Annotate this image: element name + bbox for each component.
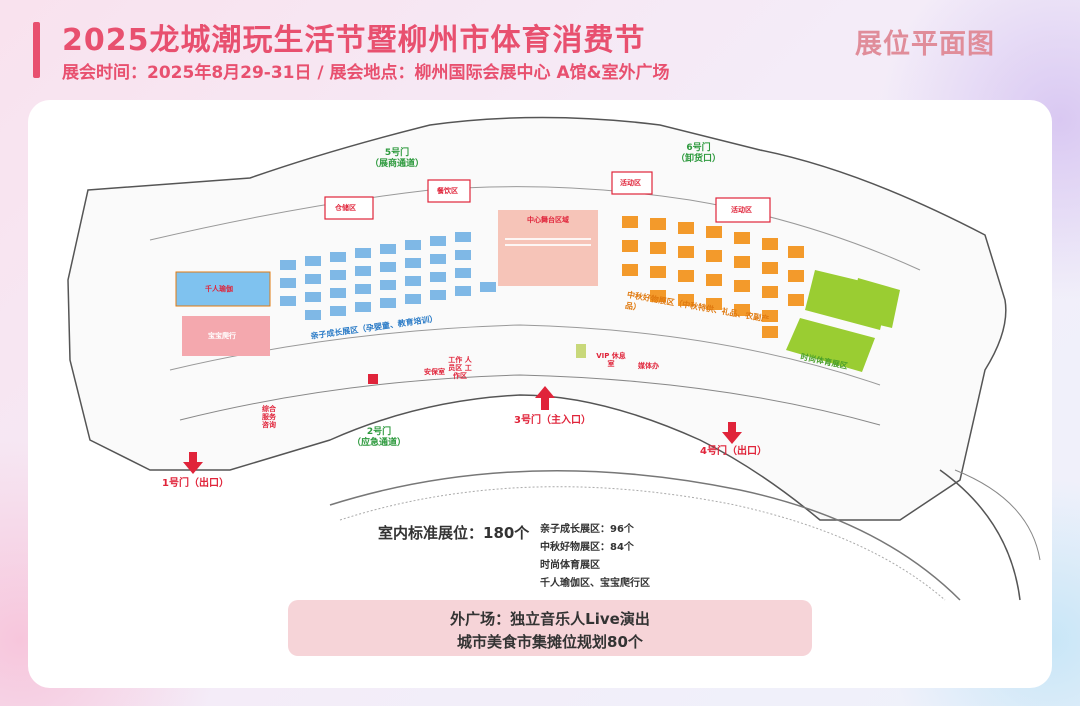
media-label: 媒体办 — [638, 362, 659, 370]
header-accent-bar — [33, 22, 40, 78]
zone-stats-list: 亲子成长展区：96个 中秋好物展区：84个 时尚体育展区 千人瑜伽区、宝宝爬行区 — [540, 521, 650, 593]
security-label: 安保室 — [424, 368, 445, 376]
activity-label-1: 活动区 — [620, 179, 641, 187]
dining-label: 餐饮区 — [437, 187, 458, 195]
yoga-label: 千人瑜伽 — [205, 285, 233, 293]
center-stage-label: 中心舞台区域 — [527, 216, 569, 224]
workers-label: 工作 人员区 工作区 — [448, 356, 472, 380]
gate2-label: 2号门（应急通道） — [352, 427, 407, 448]
zone-stat-item: 中秋好物展区：84个 — [540, 542, 634, 553]
page-title: 2025龙城潮玩生活节暨柳州市体育消费节 — [62, 23, 646, 58]
outdoor-info-box: 外广场：独立音乐人Live演出 城市美食市集摊位规划80个 — [288, 600, 812, 656]
building-outline — [67, 116, 1007, 521]
center-stage — [498, 210, 598, 286]
gate3-label: 3号门（主入口） — [514, 415, 591, 426]
inner-wall — [149, 186, 921, 271]
road-curve-2 — [954, 469, 1041, 561]
sports-blocks — [786, 270, 900, 372]
storage-label: 仓储区 — [335, 204, 356, 212]
floor-plan-label: 展位平面图 — [855, 29, 995, 60]
first-aid-icon — [368, 374, 378, 384]
gate1-arrow — [183, 452, 203, 474]
vip-label: VIP 休息室 — [596, 352, 626, 368]
gate3-arrow — [535, 386, 555, 410]
outdoor-music-line: 外广场：独立音乐人Live演出 — [450, 610, 650, 628]
service-label: 综合 服务 咨询 — [262, 405, 276, 429]
indoor-booth-count: 室内标准展位：180个 — [378, 524, 530, 542]
activity-zone-1 — [611, 171, 653, 195]
activity-zone-2 — [715, 197, 771, 223]
stage-seats — [505, 238, 591, 246]
gate4-arrow — [722, 422, 742, 444]
yoga-zone — [175, 271, 271, 307]
gate5-label: 5号门（展商通道） — [370, 148, 425, 169]
plaza-arc-outer — [329, 469, 961, 601]
plaza-arc-inner — [339, 486, 946, 601]
event-info: 展会时间：2025年8月29-31日 / 展会地点：柳州国际会展中心 A馆&室外… — [62, 63, 670, 83]
parenting-booths — [280, 232, 496, 320]
gate4-label: 4号门（出口） — [700, 446, 767, 457]
zone-stat-item: 千人瑜伽区、宝宝爬行区 — [540, 578, 650, 589]
baby-crawl-zone — [182, 316, 270, 356]
info-icon — [576, 344, 586, 358]
mid-autumn-booths — [622, 216, 804, 338]
front-arc — [179, 374, 881, 426]
road-curve — [939, 469, 1021, 601]
corridor-arc — [169, 324, 881, 386]
gate1-label: 1号门（出口） — [162, 478, 229, 489]
activity-label-2: 活动区 — [731, 206, 752, 214]
storage-zone — [324, 196, 374, 220]
baby-crawl-label: 宝宝爬行 — [208, 332, 236, 340]
gate6-label: 6号门（卸货口） — [676, 143, 722, 164]
zone-stat-item: 时尚体育展区 — [540, 560, 600, 571]
outdoor-food-line: 城市美食市集摊位规划80个 — [457, 633, 643, 651]
dining-zone — [427, 179, 471, 203]
zone-stat-item: 亲子成长展区：96个 — [540, 524, 634, 535]
